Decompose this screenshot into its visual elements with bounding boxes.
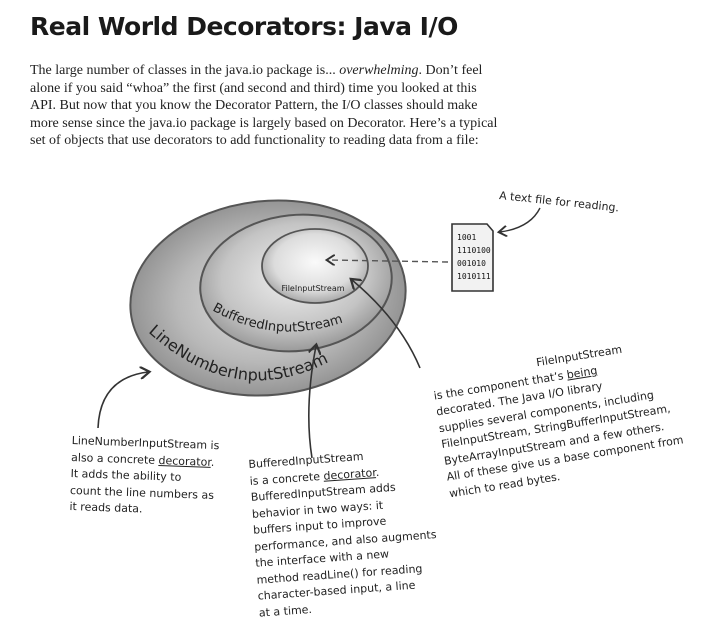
bufferedinputstream-note: BufferedInputStream is a concrete decora… — [248, 444, 442, 621]
intro-text-part2: . Don’t feel alone if you said “whoa” th… — [30, 63, 498, 148]
file-bits-line-1: 1001 — [457, 233, 476, 242]
lnis-note-line1: LineNumberInputStream is — [71, 433, 220, 453]
lnis-note-pre: also a concrete — [70, 450, 159, 467]
file-bits-line-3: 001010 — [457, 259, 486, 268]
fis-note-arrow — [352, 280, 421, 369]
page-title: Real World Decorators: Java I/O — [30, 12, 458, 41]
intro-paragraph: The large number of classes in the java.… — [30, 62, 500, 150]
text-file-icon: 1001 1110100 001010 1010111 — [451, 223, 494, 292]
intro-text-part1: The large number of classes in the java.… — [30, 63, 340, 78]
fis-note-being-word: being — [565, 363, 599, 382]
linenumberinputstream-note: LineNumberInputStream is also a concrete… — [69, 433, 219, 521]
lnis-note-decorator-word: decorator — [158, 453, 212, 469]
file-bits-line-4: 1010111 — [457, 272, 491, 281]
bis-note-rest: . BufferedInputStream adds behavior in t… — [250, 465, 437, 620]
inner-core-label: FileInputStream — [281, 284, 344, 293]
lnis-note-arrow — [97, 372, 148, 429]
bis-note-arrow — [308, 346, 316, 459]
bis-note-decorator-word: decorator — [322, 465, 377, 483]
file-to-core-arrow — [328, 260, 449, 262]
file-bits-line-2: 1110100 — [457, 246, 491, 255]
file-note-arrow — [500, 207, 541, 232]
intro-emphasis: overwhelming — [339, 63, 419, 78]
bis-note-pre: is a concrete — [249, 469, 324, 488]
inner-core-fileinputstream — [261, 228, 369, 304]
